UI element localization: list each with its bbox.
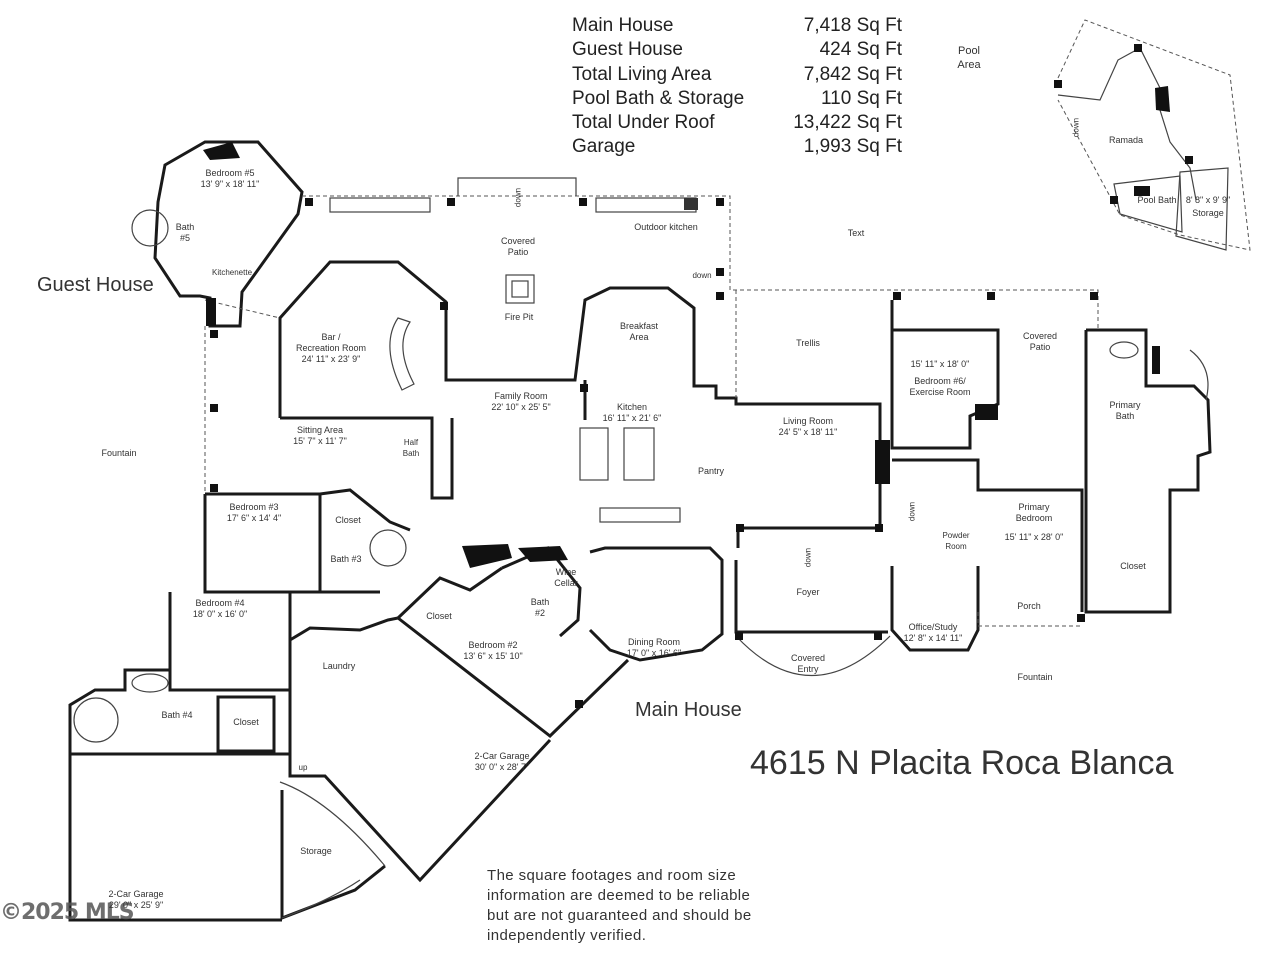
area-summary-table: Main House 7,418 Sq Ft Guest House 424 Sq …: [572, 14, 902, 160]
stairs-up-label: up: [298, 763, 308, 772]
room-bath-2: Bath#2: [530, 597, 550, 618]
stairs-down-label: down: [1071, 117, 1081, 138]
stairs-down-label: down: [513, 187, 523, 208]
outdoor-kitchen-label: Outdoor kitchen: [634, 222, 698, 232]
summary-label: Main House: [572, 15, 674, 36]
room-closet-3: Closet: [335, 515, 361, 525]
fountain-west-label: Fountain: [101, 448, 137, 458]
room-pool-storage: 8' 8" x 9' 9"Storage: [1185, 195, 1231, 218]
room-pool-bath: Pool Bath: [1137, 195, 1177, 205]
mls-watermark: ©2025 MLS: [0, 900, 135, 925]
summary-row: Total Living Area 7,842 Sq Ft: [572, 63, 902, 87]
summary-value: 13,422 Sq Ft: [793, 112, 902, 134]
guest-house-heading: Guest House: [37, 274, 154, 296]
summary-value: 110 Sq Ft: [821, 87, 902, 109]
room-bath-5: Bath#5: [175, 222, 195, 243]
text-note-label: Text: [847, 228, 865, 238]
summary-row: Main House 7,418 Sq Ft: [572, 14, 902, 38]
summary-row: Garage 1,993 Sq Ft: [572, 135, 902, 159]
fire-pit-label: Fire Pit: [504, 312, 534, 322]
fountain-east-label: Fountain: [1017, 672, 1053, 682]
room-closet-4: Closet: [233, 717, 259, 727]
summary-label: Total Under Roof: [572, 112, 715, 134]
room-bath-4: Bath #4: [161, 710, 193, 720]
room-ramada: Ramada: [1108, 135, 1144, 145]
room-storage: Storage: [300, 846, 332, 856]
stairs-down-label: down: [692, 271, 712, 280]
summary-row: Pool Bath & Storage 110 Sq Ft: [572, 87, 902, 111]
summary-label: Guest House: [572, 39, 683, 61]
summary-value: 1,993 Sq Ft: [803, 136, 902, 158]
main-house-heading: Main House: [635, 699, 742, 721]
summary-value: 424 Sq Ft: [819, 39, 902, 61]
room-primary-closet: Closet: [1120, 561, 1146, 571]
room-bedroom-6: 15' 11" x 18' 0"Bedroom #6/Exercise Room: [909, 359, 971, 397]
stairs-down-label: down: [803, 547, 813, 568]
room-laundry: Laundry: [322, 661, 356, 671]
room-closet-2: Closet: [426, 611, 452, 621]
disclaimer-text: The square footages and room size inform…: [487, 867, 752, 944]
stairs-down-label: down: [907, 501, 917, 522]
summary-label: Total Living Area: [572, 63, 712, 85]
property-address: 4615 N Placita Roca Blanca: [750, 744, 1174, 782]
trellis-label: Trellis: [796, 338, 820, 348]
room-kitchenette: Kitchenette: [211, 268, 253, 277]
summary-value: 7,842 Sq Ft: [803, 63, 902, 85]
summary-label: Garage: [572, 136, 636, 158]
summary-row: Guest House 424 Sq Ft: [572, 38, 902, 62]
summary-label: Pool Bath & Storage: [572, 87, 745, 109]
summary-value: 7,418 Sq Ft: [803, 15, 902, 36]
room-porch: Porch: [1017, 601, 1041, 611]
summary-row: Total Under Roof 13,422 Sq Ft: [572, 111, 902, 135]
room-foyer: Foyer: [796, 587, 820, 597]
room-bath-3: Bath #3: [330, 554, 362, 564]
room-pantry: Pantry: [697, 466, 725, 476]
